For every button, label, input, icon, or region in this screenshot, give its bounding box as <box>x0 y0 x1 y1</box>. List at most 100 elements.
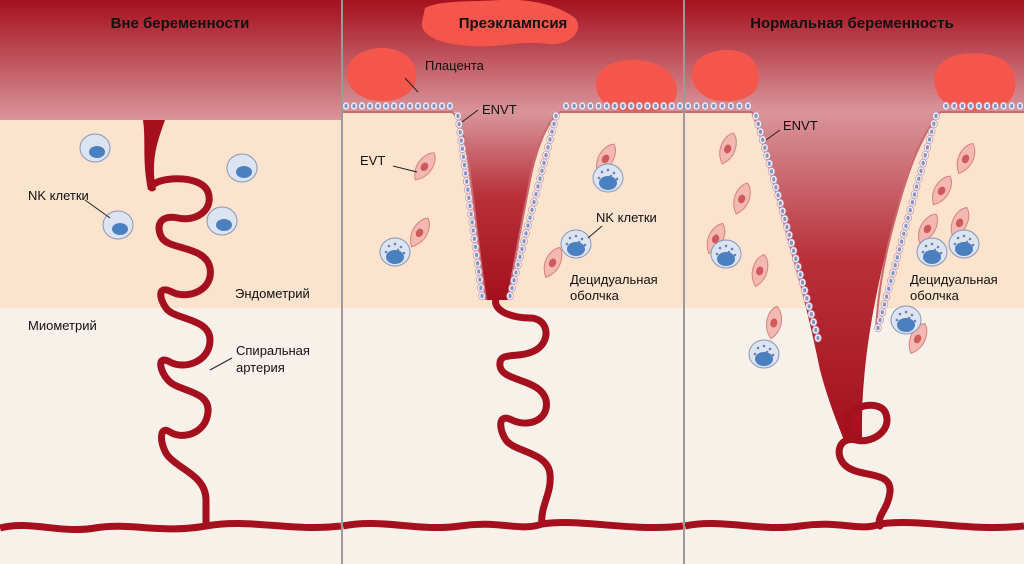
vessel-funnel <box>455 112 560 300</box>
spiral-artery-icon <box>492 294 554 528</box>
endothelial-nucleus <box>534 192 538 197</box>
endothelial-nucleus <box>461 154 466 160</box>
endothelial-nucleus <box>605 103 609 109</box>
endothelial-nucleus <box>900 239 904 244</box>
endothelial-nucleus <box>960 103 965 109</box>
endothelial-nucleus <box>787 232 791 238</box>
endometrium-label: Эндометрий <box>235 286 310 301</box>
endothelial-nucleus <box>352 103 356 109</box>
endothelial-nucleus <box>464 171 468 176</box>
endothelial-nucleus <box>880 310 884 315</box>
endothelial-nucleus <box>548 137 552 142</box>
endothelial-nucleus <box>930 129 934 134</box>
endothelial-nucleus <box>469 211 473 217</box>
endothelial-nucleus <box>474 252 479 258</box>
endothelial-nucleus <box>778 201 782 206</box>
endothelial-nucleus <box>800 280 805 285</box>
envt-lining <box>685 101 1024 343</box>
endothelial-nucleus <box>621 103 625 109</box>
panel-normal-pregnancy: Нормальная беременность ENVT Децидуальна… <box>685 0 1024 564</box>
endothelial-nucleus <box>811 319 816 325</box>
panel-title: Нормальная беременность <box>750 15 954 32</box>
endothelial-nucleus <box>765 153 769 158</box>
envt-label: ENVT <box>783 118 818 133</box>
endothelial-nucleus <box>934 113 938 119</box>
endothelial-nucleus <box>703 103 707 109</box>
endothelial-nucleus <box>891 270 895 276</box>
endothelial-nucleus <box>1010 103 1014 109</box>
endothelial-nucleus <box>473 244 478 250</box>
endothelial-nucleus <box>754 113 758 119</box>
endothelial-nucleus <box>1018 103 1022 109</box>
endothelial-nucleus <box>977 103 981 109</box>
endothelial-nucleus <box>532 199 536 205</box>
endothelial-nucleus <box>884 294 889 299</box>
endothelial-nucleus <box>746 103 750 109</box>
placenta-blob-icon <box>934 53 1016 111</box>
endothelial-nucleus <box>803 288 807 293</box>
endothelial-nucleus <box>895 255 899 260</box>
endothelial-nucleus <box>512 278 516 283</box>
basal-vessel <box>343 518 683 532</box>
endothelial-nucleus <box>538 176 542 181</box>
nk-cell-icon <box>916 237 948 267</box>
endothelial-nucleus <box>416 103 420 109</box>
nk-cells-label: NK клетки <box>596 210 657 225</box>
endothelial-nucleus <box>902 231 906 236</box>
endothelial-nucleus <box>479 285 483 291</box>
endothelial-nucleus <box>536 184 540 189</box>
endothelial-nucleus <box>783 216 787 222</box>
endothelial-nucleus <box>912 192 917 197</box>
decidua-label-line1: Децидуальная <box>910 272 998 287</box>
vessel-funnel <box>752 112 940 440</box>
endothelial-nucleus <box>465 179 469 184</box>
spiral-artery-label-line2: артерия <box>236 360 285 375</box>
endothelial-nucleus <box>796 264 800 269</box>
endothelial-nucleus <box>785 224 789 230</box>
endothelial-nucleus <box>944 103 948 109</box>
endothelial-nucleus <box>712 103 716 109</box>
endothelial-nucleus <box>729 103 733 109</box>
endothelial-nucleus <box>550 129 554 134</box>
endothelial-nucleus <box>792 248 796 253</box>
endothelial-nucleus <box>540 168 544 173</box>
basal-vessel <box>0 519 341 534</box>
endothelial-nucleus <box>526 223 530 228</box>
endothelial-nucleus <box>368 103 372 109</box>
endothelial-nucleus <box>466 187 470 192</box>
endothelial-nucleus <box>761 137 765 142</box>
endothelial-nucleus <box>653 103 658 109</box>
endothelial-nucleus <box>906 215 910 221</box>
endothelial-nucleus <box>468 203 472 209</box>
endothelial-nucleus <box>462 162 467 168</box>
endothelial-nucleus <box>769 169 774 174</box>
myometrium-layer <box>343 308 683 564</box>
endothelial-nucleus <box>459 138 463 143</box>
endothelial-nucleus <box>809 312 813 317</box>
endothelial-nucleus <box>528 215 532 220</box>
basal-vessel <box>685 519 1024 532</box>
endothelial-nucleus <box>480 293 484 299</box>
endothelial-nucleus <box>516 262 520 267</box>
endothelial-nucleus <box>645 103 650 109</box>
endothelial-nucleus <box>432 103 436 109</box>
endothelial-nucleus <box>440 103 444 109</box>
endothelial-nucleus <box>923 153 927 158</box>
nk-cell-icon <box>592 163 624 193</box>
endothelial-nucleus <box>457 121 461 127</box>
endothelial-nucleus <box>662 103 666 109</box>
endothelial-nucleus <box>678 103 682 109</box>
endothelial-nucleus <box>908 208 912 213</box>
endothelial-nucleus <box>969 103 973 109</box>
endothelial-nucleus <box>807 304 811 309</box>
endothelial-nucleus <box>344 103 348 109</box>
endothelial-nucleus <box>925 145 930 150</box>
endothelial-nucleus <box>904 223 908 229</box>
endothelial-nucleus <box>518 254 522 260</box>
endothelial-nucleus <box>776 193 780 198</box>
endothelial-nucleus <box>927 137 932 142</box>
endothelial-nucleus <box>522 239 526 244</box>
endothelial-nucleus <box>554 113 558 119</box>
endothelial-nucleus <box>508 293 512 299</box>
